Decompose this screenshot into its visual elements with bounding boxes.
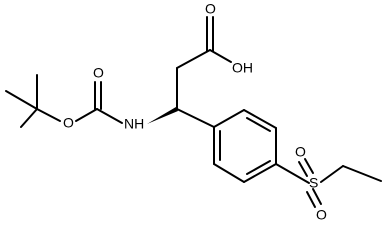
bond-carbonyl-nitrogen — [96, 108, 123, 124]
bond-ring-sulfur — [275, 163, 310, 184]
atom-label-carbamate-carbonyl-oxygen: O — [93, 65, 104, 81]
atom-label-group: O OH O O NH O S O — [63, 1, 327, 223]
bond-wedge-nitrogen-stereocenter — [147, 107, 178, 124]
atom-label-carbamate-ester-oxygen: O — [63, 115, 74, 131]
bond-ch2-acid-carbon — [176, 49, 211, 69]
bond-oxygen-carbonyl — [75, 108, 98, 122]
ring-bond-5 — [213, 163, 245, 183]
atom-label-hydroxyl: OH — [232, 60, 253, 76]
ring-bond-1 — [213, 109, 245, 128]
molecule-structure-diagram: O OH O O NH O S O — [5, 1, 382, 223]
bond-tbu-methyl-2 — [20, 108, 38, 128]
ring-inner-bond-2 — [246, 160, 271, 175]
bond-stereocenter-ring — [176, 108, 215, 128]
bond-ethyl-methyl — [342, 165, 382, 182]
atom-label-sulfonyl-oxygen-upper: O — [295, 144, 306, 160]
bond-group — [5, 16, 382, 208]
bond-sulfonyl-lower-b — [312, 188, 322, 205]
bond-sulfonyl-lower-a — [306, 191, 316, 208]
bond-tbu-oxygen — [36, 108, 61, 122]
ring-inner-bond-1 — [246, 117, 271, 132]
bond-acid-hydroxyl — [209, 49, 232, 63]
atom-label-acid-carbonyl-oxygen: O — [205, 1, 216, 17]
atom-label-sulfonyl-oxygen-lower: O — [316, 207, 327, 223]
bond-sulfonyl-upper-a — [298, 161, 308, 177]
bond-tbu-methyl-1 — [5, 90, 38, 110]
bond-sulfonyl-upper-b — [304, 158, 314, 174]
bond-sulfur-ethyl — [320, 165, 344, 183]
ring-bond-2 — [243, 109, 277, 129]
ring-bond-4 — [243, 163, 277, 183]
atom-label-amine: NH — [124, 116, 144, 132]
atom-label-sulfur: S — [309, 175, 318, 191]
